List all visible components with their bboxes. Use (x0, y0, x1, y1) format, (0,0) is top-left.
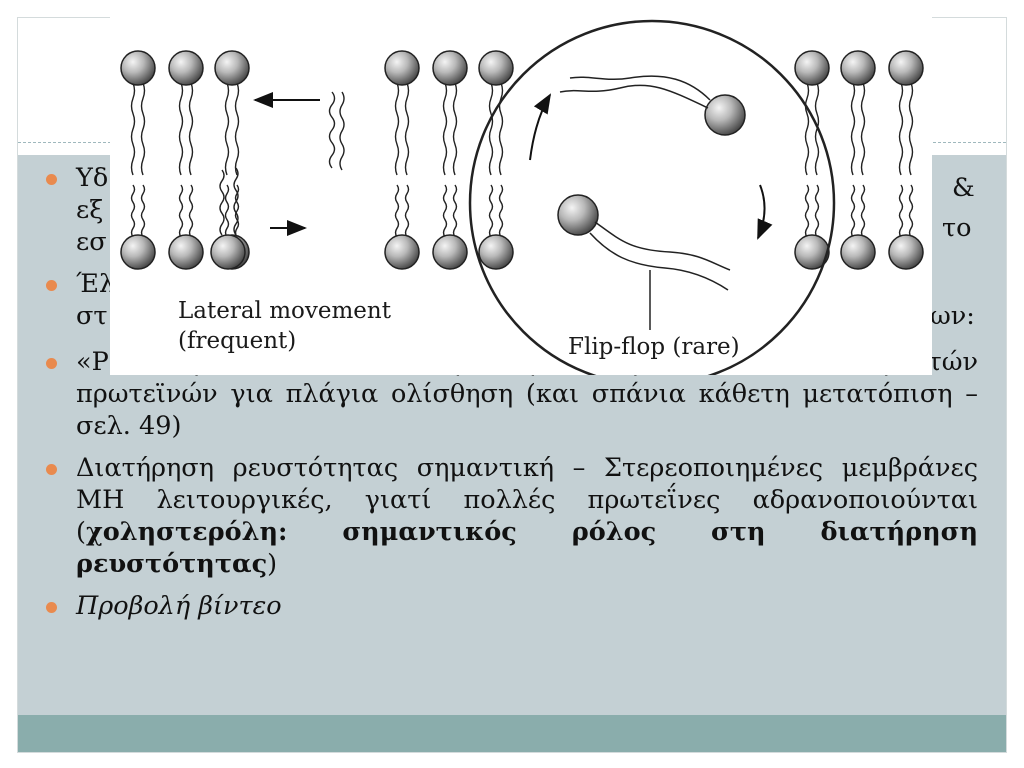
lipid-head (120, 234, 156, 270)
bullet-2-line1-start: Έλ (76, 269, 116, 299)
lipid-tail (452, 82, 458, 176)
lipid-head (214, 50, 250, 86)
lipid-head (840, 234, 876, 270)
lipid-tail (860, 184, 866, 238)
lipid-tail (219, 169, 225, 236)
lipid-tail (850, 82, 856, 176)
lipid-head (794, 50, 830, 86)
lipid-tail (140, 82, 146, 176)
lipid-head (210, 234, 246, 270)
lipid-tail (328, 91, 336, 169)
bullet-1-line2-end: το (942, 213, 972, 243)
flipping-lipid-tail (569, 75, 711, 101)
lipid-head (168, 234, 204, 270)
lipid-head (478, 50, 514, 86)
lipid-tail (224, 82, 230, 176)
lipid-tail (814, 184, 820, 238)
lipid-tail (178, 82, 184, 176)
lipid-tail (188, 184, 194, 238)
flip-up-arrow (529, 93, 552, 161)
lateral-movement-label: Lateral movement (178, 298, 391, 324)
lipid-tail (488, 82, 494, 176)
flipping-lipid-tail (594, 221, 731, 271)
lipid-head (120, 50, 156, 86)
lipid-tail (488, 184, 494, 238)
flip-down-arrow (757, 184, 773, 240)
flipping-lipid-head-bottom (557, 194, 599, 236)
lipid-tail (804, 82, 810, 176)
lipid-head (840, 50, 876, 86)
bullet-dot (46, 174, 57, 185)
lipid-head (432, 50, 468, 86)
bullet-1-line3-start: εσ (76, 227, 107, 257)
lipid-tail (850, 184, 856, 238)
lipid-tail (130, 82, 136, 176)
lipid-molecules (120, 50, 924, 270)
bullet-dot (46, 464, 57, 475)
lipid-tail (452, 184, 458, 238)
lipid-head (432, 234, 468, 270)
bullet-dot (46, 602, 57, 613)
bullet-2-line2-start: στ (76, 301, 108, 331)
flip-flop-label: Flip-flop (rare) (568, 334, 740, 360)
lipid-tail (339, 91, 345, 171)
lipid-tail (404, 184, 410, 238)
bullet-1-line1-start: Υδ (76, 163, 109, 193)
bullet-item-1: Υδ εξ εσ (42, 162, 978, 258)
bullet-4-text-after: ) (267, 549, 278, 579)
lipid-head (168, 50, 204, 86)
lipid-tail (234, 82, 240, 176)
lipid-head (478, 234, 514, 270)
bullet-dot (46, 358, 57, 369)
bullet-item-2: Έλ στ (42, 268, 978, 332)
lipid-tail (140, 184, 146, 238)
lipid-head (384, 234, 420, 270)
lipid-tail (233, 167, 239, 236)
footer-band (18, 715, 1006, 752)
lipid-tail (404, 82, 410, 176)
bullet-4-bold-text: χοληστερόλη: σημαντικός ρόλος στη διατήρ… (76, 517, 978, 579)
membrane-figure: Lateral movement (frequent) Flip-flop (r… (110, 0, 932, 375)
bullet-item-4: Διατήρηση ρευστότητας σημαντική – Στερεο… (42, 452, 978, 580)
lipid-tail (908, 184, 914, 238)
flipping-lipid-tail (589, 232, 729, 291)
lipid-tail (498, 82, 504, 176)
lipid-tail (224, 184, 230, 238)
lateral-movement-frequency-label: (frequent) (178, 328, 297, 354)
bullet-item-5: Προβολή βίντεο (42, 590, 978, 622)
lipid-tail (130, 184, 136, 238)
lipid-tail (442, 82, 448, 176)
lipid-tail (178, 184, 184, 238)
bullet-1-line2-start: εξ (76, 195, 104, 225)
bullet-1-line1-end: & (952, 173, 975, 203)
flipping-lipid-tail (559, 84, 709, 109)
lipid-tail (898, 184, 904, 238)
bullet-4-text-before: Διατήρηση ρευστότητας σημαντική – Στερεο… (76, 453, 978, 547)
lipid-tail (860, 82, 866, 176)
bullet-dot (46, 280, 57, 291)
lipid-tail (442, 184, 448, 238)
lipid-head (888, 50, 924, 86)
lipid-tail (898, 82, 904, 176)
lipid-tail (394, 184, 400, 238)
lipid-tail (188, 82, 194, 176)
lipid-tail (908, 82, 914, 176)
phospholipid-bilayer-diagram (120, 19, 924, 375)
bullet-2-line1-end: ων: (930, 301, 975, 331)
lipid-head (384, 50, 420, 86)
lipid-head (888, 234, 924, 270)
flipping-lipid-head-top (704, 94, 746, 136)
lipid-tail (498, 184, 504, 238)
lipid-head (794, 234, 830, 270)
flip-flop-circle (468, 19, 836, 375)
bullet-5-italic-text: Προβολή βίντεο (76, 591, 282, 621)
lipid-tail (394, 82, 400, 176)
lipid-tail (804, 184, 810, 238)
